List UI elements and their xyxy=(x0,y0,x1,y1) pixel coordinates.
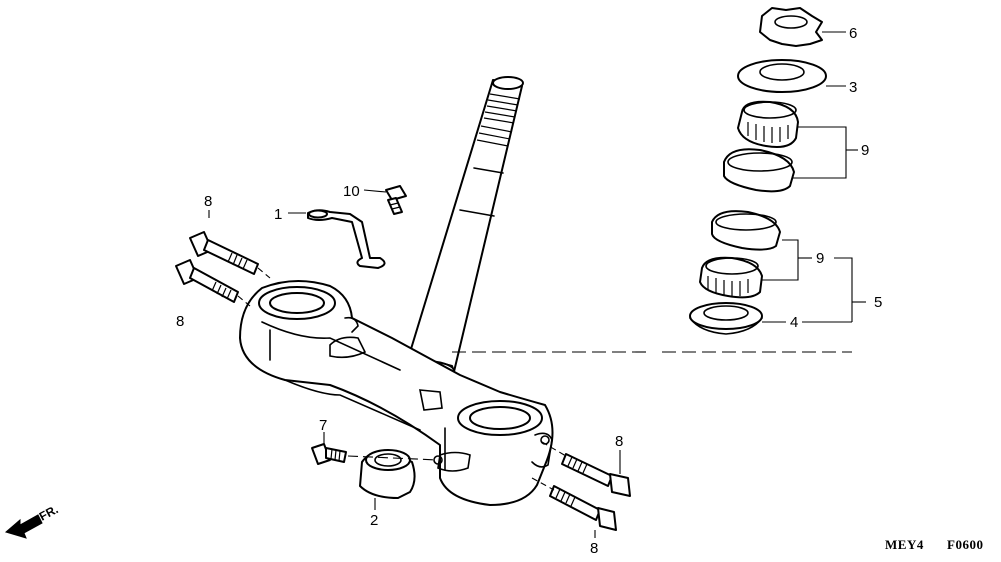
callout-8-upper-right: 8 xyxy=(615,433,623,450)
model-code: MEY4 xyxy=(885,537,924,552)
upper-bearing xyxy=(737,100,799,148)
figure-code: F0600 xyxy=(947,537,983,552)
bolt-part-10 xyxy=(385,185,407,215)
steering-stem-shaft xyxy=(391,76,524,388)
dust-seal-washer xyxy=(737,59,827,93)
callout-8-lower-right: 8 xyxy=(590,540,598,557)
upper-bearing-race xyxy=(723,148,795,193)
lower-dust-seal xyxy=(689,302,763,335)
lower-bearing-race xyxy=(711,210,781,251)
callout-7: 7 xyxy=(319,417,327,434)
callout-5: 5 xyxy=(874,294,882,311)
callout-6: 6 xyxy=(849,25,857,42)
callout-4: 4 xyxy=(790,314,798,331)
callout-2: 2 xyxy=(370,512,378,529)
pinch-bolt-lower-right xyxy=(549,485,617,531)
harness-clamp xyxy=(307,209,386,269)
callout-9-upper: 9 xyxy=(861,142,869,159)
callout-9-lower: 9 xyxy=(816,250,824,267)
pinch-bolt-lower-left xyxy=(175,259,239,303)
handlebar-holder xyxy=(359,449,416,499)
callout-10: 10 xyxy=(343,183,360,200)
pinch-bolt-upper-left xyxy=(189,231,259,275)
lower-bearing xyxy=(699,256,763,299)
steering-stem-nut xyxy=(759,7,823,47)
bolt-part-7 xyxy=(311,443,347,465)
front-direction-marker: FR. xyxy=(4,502,60,539)
callout-3: 3 xyxy=(849,79,857,96)
lower-triple-clamp xyxy=(239,279,554,506)
pinch-bolt-upper-right xyxy=(561,453,631,497)
callout-8-lower-left: 8 xyxy=(176,313,184,330)
callout-labels: 1 10 8 8 7 2 8 8 6 3 9 9 5 4 xyxy=(176,25,882,557)
callout-8-upper-left: 8 xyxy=(204,193,212,210)
leader-lines xyxy=(208,31,866,538)
front-arrow-icon xyxy=(4,514,43,539)
callout-1: 1 xyxy=(274,206,282,223)
